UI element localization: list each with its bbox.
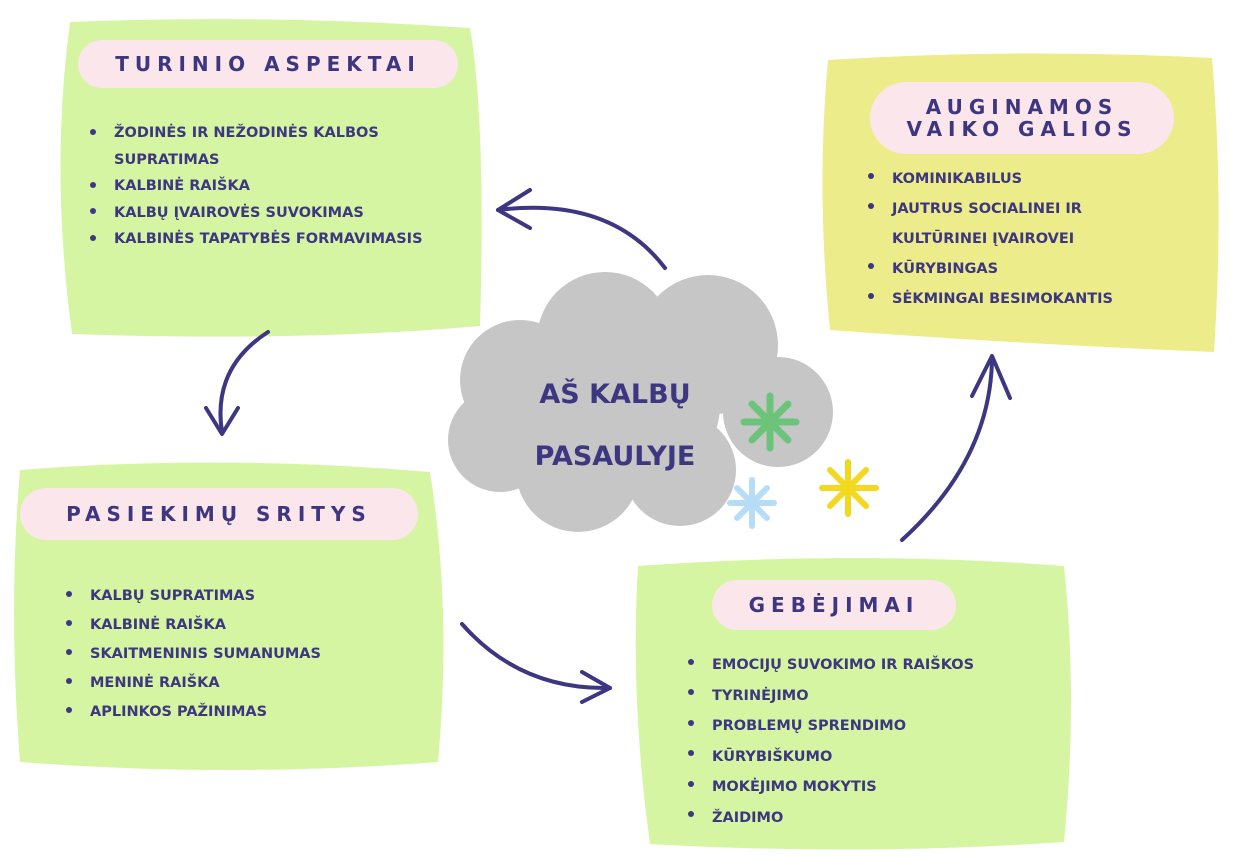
list-item-continuation: SUPRATIMAS [114, 151, 220, 168]
list-item: KALBŲ SUPRATIMAS [64, 582, 404, 611]
galios-title-line1: AUGINAMOS [925, 95, 1119, 119]
list-item: PROBLEMŲ SPRENDIMO [686, 711, 1046, 742]
gebejimai-title-pill: GEBĖJIMAI [712, 580, 956, 630]
gebejimai-list: EMOCIJŲ SUVOKIMO IR RAIŠKOS TYRINĖJIMO P… [686, 650, 1046, 833]
arrow-turinio-to-pasiekimu-head [204, 406, 240, 436]
galios-title-pill: AUGINAMOS VAIKO GALIOS [870, 82, 1174, 154]
list-item: MENINĖ RAIŠKA [64, 669, 404, 698]
arrow-cloud-to-turinio [496, 205, 667, 270]
list-item: KŪRYBINGAS [866, 254, 1206, 284]
green-sparkle-icon [740, 392, 800, 452]
pasiekimu-title: PASIEKIMŲ SRITYS [66, 502, 372, 526]
galios-list: KOMINIKABILUS JAUTRUS SOCIALINEI IR KULT… [866, 164, 1206, 314]
center-title-line1: AŠ KALBŲ [539, 379, 691, 411]
center-title: AŠ KALBŲ PASAULYJE [510, 348, 720, 503]
blue-sparkle-icon [727, 477, 777, 529]
center-title-line2: PASAULYJE [534, 441, 696, 473]
list-item: JAUTRUS SOCIALINEI IR [866, 194, 1206, 224]
list-item: MOKĖJIMO MOKYTIS [686, 772, 1046, 803]
list-item: KALBINĖ RAIŠKA [88, 173, 468, 200]
list-item: EMOCIJŲ SUVOKIMO IR RAIŠKOS [686, 650, 1046, 681]
list-item: KALBINĖS TAPATYBĖS FORMAVIMASIS [88, 226, 468, 253]
gebejimai-box-shape [635, 558, 1071, 850]
pasiekimu-title-pill: PASIEKIMŲ SRITYS [20, 488, 418, 540]
turinio-list: ŽODINĖS IR NEŽODINĖS KALBOS SUPRATIMAS K… [88, 120, 468, 253]
list-item: ŽAIDIMO [686, 803, 1046, 834]
arrow-gebejimai-to-galios [900, 358, 994, 542]
list-item: KŪRYBIŠKUMO [686, 742, 1046, 773]
list-item-continuation: KULTŪRINEI ĮVAIROVEI [892, 231, 1075, 247]
turinio-box-shape [60, 19, 482, 337]
list-item: ŽODINĖS IR NEŽODINĖS KALBOS [88, 120, 468, 147]
list-item: APLINKOS PAŽINIMAS [64, 698, 404, 727]
list-item: TYRINĖJIMO [686, 681, 1046, 712]
galios-title-line2: VAIKO GALIOS [906, 117, 1138, 141]
turinio-title-pill: TURINIO ASPEKTAI [78, 40, 458, 88]
gebejimai-title: GEBĖJIMAI [748, 593, 920, 617]
list-item: SKAITMENINIS SUMANUMAS [64, 640, 404, 669]
pasiekimu-list: KALBŲ SUPRATIMAS KALBINĖ RAIŠKA SKAITMEN… [64, 582, 404, 727]
yellow-sparkle-icon [819, 459, 879, 517]
list-item: KALBŲ ĮVAIROVĖS SUVOKIMAS [88, 200, 468, 227]
list-item: KOMINIKABILUS [866, 164, 1206, 194]
turinio-title: TURINIO ASPEKTAI [115, 52, 421, 76]
arrow-gebejimai-to-galios-head [970, 354, 1012, 400]
list-item: SĖKMINGAI BESIMOKANTIS [866, 284, 1206, 314]
arrow-pasiekimu-to-gebejimai-head [580, 670, 612, 704]
arrow-cloud-to-turinio-head [496, 188, 532, 230]
list-item: KALBINĖ RAIŠKA [64, 611, 404, 640]
arrow-turinio-to-pasiekimu [218, 330, 270, 434]
arrow-pasiekimu-to-gebejimai [460, 622, 612, 691]
